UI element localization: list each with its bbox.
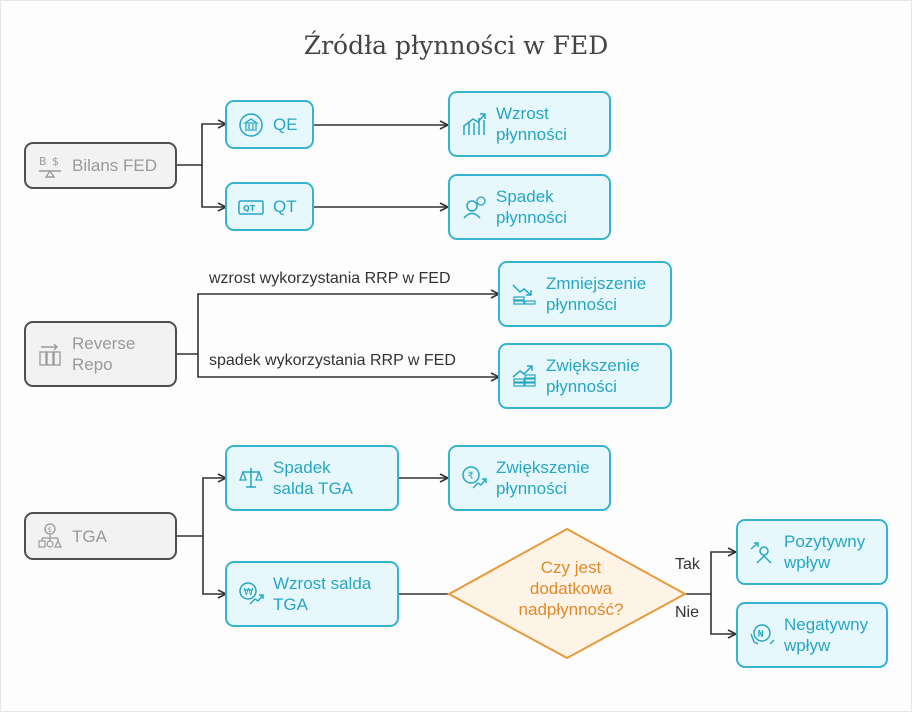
positive-person-icon — [748, 538, 776, 566]
reverse-repo-icon — [36, 340, 64, 368]
node-tga[interactable]: $ TGA — [24, 512, 177, 560]
decision-line-1: Czy jest — [540, 558, 602, 577]
node-label: Wzrost płynności — [496, 104, 567, 144]
node-label: Spadek salda TGA — [273, 458, 354, 498]
diagram-title: Źródła płynności w FED — [303, 31, 609, 60]
node-spadek-salda-tga[interactable]: Spadek salda TGA — [225, 445, 399, 511]
svg-text:QT: QT — [243, 204, 256, 213]
node-negatywny-wplyw[interactable]: ₦ Negatywny wpływ — [736, 602, 888, 668]
node-bilans-fed[interactable]: B$ Bilans FED — [24, 142, 177, 189]
svg-text:$: $ — [48, 526, 52, 534]
node-qe[interactable]: QE — [225, 100, 314, 149]
node-label: QE — [273, 115, 298, 134]
rupee-growth-icon: ₹ — [460, 464, 488, 492]
node-wzrost-salda-tga[interactable]: ₩ Wzrost salda TGA — [225, 561, 399, 627]
person-coin-icon — [460, 193, 488, 221]
node-label: Bilans FED — [72, 156, 158, 175]
node-label: Zwiększenie płynności — [496, 458, 590, 498]
svg-text:$: $ — [52, 155, 59, 168]
bank-coin-icon — [237, 111, 265, 139]
node-reverse-repo[interactable]: Reverse Repo — [24, 321, 177, 387]
naira-decline-icon: ₦ — [748, 621, 776, 649]
node-label: Zwiększenie płynności — [546, 356, 640, 396]
node-label: Wzrost salda TGA — [273, 574, 372, 614]
edge-label-yes: Tak — [675, 556, 700, 573]
node-label: Zmniejszenie płynności — [546, 274, 647, 314]
decreasing-coins-icon — [510, 280, 538, 308]
node-zwiekszenie-plynnosci-tga[interactable]: ₹ Zwiększenie płynności — [448, 445, 611, 511]
svg-text:₩: ₩ — [244, 587, 254, 598]
decision-line-2: dodatkowa — [529, 579, 613, 598]
decision-diamond — [446, 527, 688, 660]
node-label: Spadek płynności — [496, 187, 567, 227]
node-pozytywny-wplyw[interactable]: Pozytywny wpływ — [736, 519, 888, 585]
edge-label-no: Nie — [675, 604, 700, 621]
node-label: TGA — [72, 526, 107, 546]
growth-chart-icon — [460, 110, 488, 138]
org-chart-dollar-icon: $ — [36, 522, 64, 550]
node-label: Pozytywny wpływ — [784, 532, 866, 572]
scale-balance-icon — [237, 464, 265, 492]
node-wzrost-plynnosci[interactable]: Wzrost płynności — [448, 91, 611, 157]
svg-text:B: B — [39, 155, 47, 168]
qt-ticket-icon: QT — [237, 193, 265, 221]
node-label: Reverse Repo — [72, 334, 136, 374]
edge-label-rrp-down: spadek wykorzystania RRP w FED — [209, 352, 456, 369]
node-qt[interactable]: QT QT — [225, 182, 314, 231]
decision-line-3: nadpłynność? — [518, 600, 624, 619]
decision-question: Czy jest dodatkowa nadpłynność? — [466, 557, 676, 620]
svg-text:₹: ₹ — [468, 471, 474, 482]
edge-label-rrp-up: wzrost wykorzystania RRP w FED — [209, 270, 451, 287]
node-spadek-plynnosci[interactable]: Spadek płynności — [448, 174, 611, 240]
won-growth-icon: ₩ — [237, 580, 265, 608]
balance-scale-icon: B$ — [36, 152, 64, 180]
node-zmniejszenie-plynnosci[interactable]: Zmniejszenie płynności — [498, 261, 672, 327]
node-label: Negatywny wpływ — [784, 615, 869, 655]
node-zwiekszenie-plynnosci-rrp[interactable]: Zwiększenie płynności — [498, 343, 672, 409]
node-label: QT — [273, 197, 297, 216]
increasing-coins-icon — [510, 362, 538, 390]
svg-text:₦: ₦ — [758, 629, 765, 640]
